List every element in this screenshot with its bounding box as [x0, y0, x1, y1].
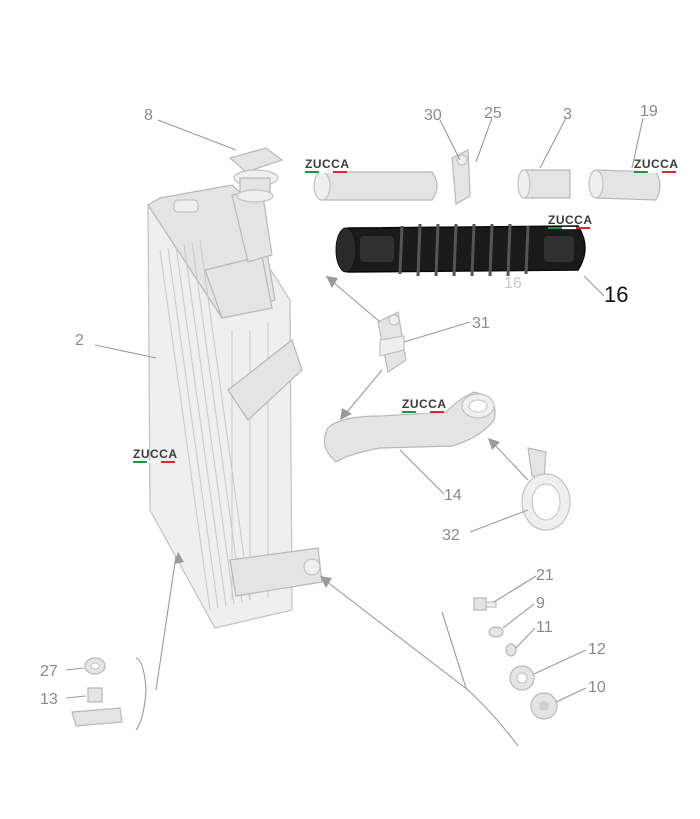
svg-text:ZUCCA: ZUCCA — [548, 213, 593, 227]
rubber-mount-10 — [530, 692, 558, 720]
watermark-zucca-2: ZUCCA — [634, 157, 679, 174]
svg-text:ZUCCA: ZUCCA — [634, 157, 679, 171]
spacer-11 — [505, 643, 517, 657]
label-31: 31 — [472, 315, 490, 332]
label-2: 2 — [75, 332, 84, 349]
part-number-labels: 8 30 25 3 19 2 31 16 16 14 32 21 9 11 12… — [40, 103, 658, 708]
hose-16-corrugations — [398, 223, 530, 277]
label-9: 9 — [536, 595, 545, 612]
label-25: 25 — [484, 105, 502, 122]
label-11: 11 — [536, 619, 553, 636]
label-10: 10 — [588, 679, 606, 696]
radiator-core-fins — [159, 239, 269, 611]
watermark-zucca-1: ZUCCA — [305, 157, 350, 174]
radiator-filler-neck — [173, 199, 199, 213]
elbow-hose-14 — [323, 391, 496, 463]
svg-text:ZUCCA: ZUCCA — [402, 397, 447, 411]
corrugated-hose-16 — [335, 223, 586, 277]
bolt-21 — [473, 597, 497, 611]
label-19: 19 — [640, 103, 658, 120]
washer-12 — [509, 665, 535, 691]
bracket-brace — [135, 657, 147, 731]
hose-clamp-31 — [377, 311, 407, 373]
watermark-zucca-5: ZUCCA — [133, 447, 178, 464]
label-16: 16 — [604, 282, 628, 307]
label-3: 3 — [563, 106, 572, 123]
label-27: 27 — [40, 663, 58, 680]
hose-clamp-32 — [521, 447, 571, 531]
hose-19 — [588, 169, 661, 201]
label-32: 32 — [442, 527, 460, 544]
label-8: 8 — [144, 107, 153, 124]
watermark-zucca-4: ZUCCA — [402, 397, 447, 414]
leader-lines — [65, 117, 644, 703]
radiator — [147, 184, 323, 629]
svg-text:ZUCCA: ZUCCA — [133, 447, 178, 461]
label-12: 12 — [588, 641, 606, 658]
radiator-cap — [228, 147, 284, 203]
sleeve-3 — [517, 169, 571, 199]
hose-short-left — [313, 171, 438, 201]
label-30: 30 — [424, 107, 442, 124]
washer-27 — [84, 657, 106, 675]
label-16-faint: 16 — [504, 275, 522, 292]
watermark-zucca-3: ZUCCA — [548, 213, 593, 230]
label-13: 13 — [40, 691, 58, 708]
drain-tap-13 — [71, 687, 123, 727]
washer-9 — [488, 626, 504, 638]
bracket-mount-hole — [303, 558, 321, 576]
hose-clamp-25 — [451, 149, 471, 205]
flag-stripe-green — [305, 171, 319, 173]
svg-text:ZUCCA: ZUCCA — [305, 157, 350, 171]
label-21: 21 — [536, 567, 554, 584]
label-14: 14 — [444, 487, 462, 504]
